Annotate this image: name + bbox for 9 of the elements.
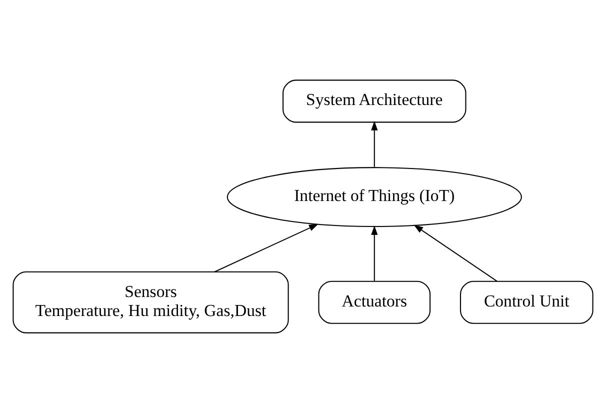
node-box: Control Unit [460, 280, 594, 324]
node-box: Sensors Temperature, Hu midity, Gas,Dust [12, 270, 289, 333]
arrow [371, 224, 378, 280]
node-ellipse: Internet of Things (IoT) [226, 166, 522, 227]
arrow [414, 224, 498, 282]
node-box: Actuators [318, 280, 431, 324]
node-box: System Architecture [282, 79, 466, 122]
arrow [214, 223, 318, 272]
arrow [371, 120, 378, 166]
